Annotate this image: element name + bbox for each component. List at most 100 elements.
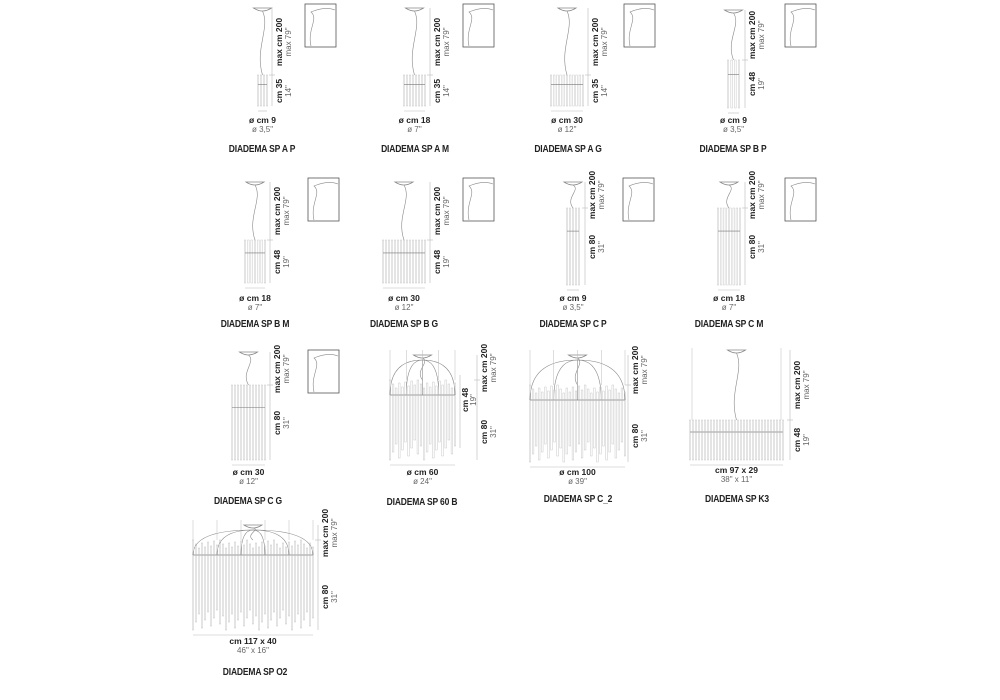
crystal-tube <box>416 379 419 455</box>
crystal-tube <box>248 543 251 611</box>
body-height-in: 31" <box>640 429 649 442</box>
crystal-tube <box>260 74 263 107</box>
max-height-in: max 79" <box>282 353 291 384</box>
crystal-tube <box>264 239 267 284</box>
crystal-tube <box>571 386 574 461</box>
crystal-tube <box>385 239 388 284</box>
cable-curve-icon <box>467 182 494 221</box>
crystal-tube <box>710 419 713 461</box>
body-height-cm: cm 80 <box>478 419 489 445</box>
crystal-tube <box>421 239 424 284</box>
crystal-tube <box>424 74 427 107</box>
crystal-tube <box>701 419 704 461</box>
product-name: DIADEMA SP C_2 <box>543 494 613 505</box>
crystal-tube <box>538 387 541 461</box>
diameter-in: 38" x 11" <box>720 475 753 484</box>
crystal-tube <box>247 239 250 284</box>
crystal-tube <box>382 239 385 284</box>
max-height-in: max 79" <box>597 180 606 210</box>
crystal-tube <box>761 419 764 461</box>
canopy-icon <box>404 7 425 12</box>
crystal-tube <box>689 419 692 461</box>
crystal-tube <box>197 547 200 615</box>
crystal-tube <box>409 239 412 284</box>
cable-curve-icon <box>627 182 654 221</box>
max-height-cm: max cm 200 <box>746 170 757 220</box>
body-height-in: 19" <box>282 255 291 268</box>
crystal-tube <box>273 539 276 613</box>
diameter-in: ø 24" <box>413 477 432 486</box>
crystal-tube <box>264 384 267 461</box>
frame-wire <box>577 359 626 401</box>
crystal-tube <box>562 392 565 463</box>
crystal-tube <box>584 384 587 451</box>
product-name: DIADEMA SP A P <box>228 144 296 155</box>
diameter-in: ø 12" <box>557 125 577 134</box>
max-height-in: max 79" <box>802 370 811 400</box>
crystal-tube <box>776 419 779 461</box>
crystal-tube <box>532 388 535 455</box>
diameter-cm: ø cm 9 <box>720 115 747 125</box>
crystal-tube <box>723 207 726 286</box>
max-height-cm: max cm 200 <box>319 508 330 557</box>
crystal-tube <box>773 419 776 461</box>
diameter-cm: ø cm 9 <box>559 293 587 303</box>
crystal-tube <box>444 379 447 449</box>
crystal-tube <box>248 384 251 461</box>
adjustable-cable-inset <box>462 177 495 222</box>
diameter-cm: ø cm 60 <box>406 467 439 477</box>
crystal-tube <box>432 381 435 459</box>
crystal-tube <box>559 74 562 107</box>
frame-wire <box>389 359 423 396</box>
crystal-tube <box>720 207 723 286</box>
body-height-in: 31" <box>282 416 291 429</box>
crystal-tube <box>704 419 707 461</box>
max-height-in: max 79" <box>600 26 609 57</box>
crystal-tube <box>770 419 773 461</box>
body-height-cm: cm 80 <box>319 584 330 610</box>
canopy-icon <box>393 181 415 186</box>
diameter-cm: ø cm 9 <box>249 115 276 125</box>
crystal-tube <box>572 74 575 107</box>
product-name: DIADEMA SP A G <box>534 144 602 155</box>
crystal-tube <box>758 419 761 461</box>
crystal-tube <box>261 541 264 623</box>
canopy-icon <box>718 181 740 186</box>
crystal-tube <box>218 539 221 625</box>
crystal-tube <box>572 207 575 286</box>
product-name: DIADEMA SP B G <box>370 319 438 330</box>
max-height-cm: max cm 200 <box>746 10 757 60</box>
frame-wire <box>422 359 456 396</box>
crystal-tube <box>608 389 611 453</box>
crystal-tube <box>415 74 418 107</box>
crystal-tube <box>401 386 404 451</box>
crystal-tube <box>779 419 782 461</box>
crystal-tube <box>236 384 239 461</box>
crystal-tube <box>291 545 294 631</box>
max-height-in: max 79" <box>489 352 498 383</box>
diameter-cm: ø cm 100 <box>559 467 596 477</box>
crystal-tube <box>403 74 406 107</box>
crystal-tube <box>230 546 233 615</box>
crystal-tube <box>389 379 392 461</box>
crystal-tube <box>602 390 605 447</box>
crystal-tube <box>599 386 602 455</box>
crystal-tube <box>191 539 194 631</box>
crystal-tube <box>206 541 209 613</box>
adjustable-cable-inset <box>307 177 340 222</box>
crystal-tube <box>550 74 553 107</box>
crystal-tube <box>569 74 572 107</box>
diameter-cm: ø cm 18 <box>398 115 431 125</box>
suspension-cable <box>259 10 266 76</box>
crystal-tube <box>737 419 740 461</box>
crystal-tube <box>730 59 733 109</box>
body-height-in: 31" <box>597 240 606 253</box>
body-height-cm: cm 48 <box>746 71 757 97</box>
canopy-icon <box>412 354 433 359</box>
crystal-tube <box>227 542 230 623</box>
diameter-in: ø 39" <box>568 477 587 486</box>
crystal-tube <box>695 419 698 461</box>
crystal-tube <box>194 543 197 623</box>
crystal-tube <box>279 547 282 619</box>
crystal-tube <box>410 380 413 449</box>
